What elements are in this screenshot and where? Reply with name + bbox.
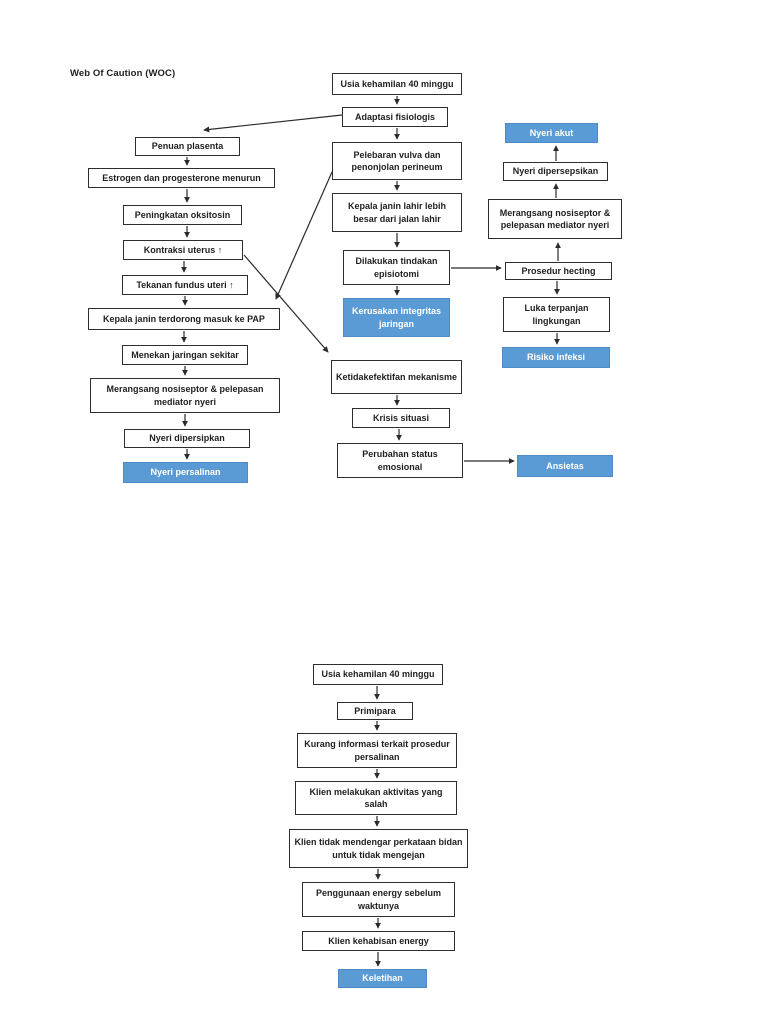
node-perubahan-status-emosional: Perubahan status emosional: [337, 443, 463, 478]
node-pelebaran-vulva: Pelebaran vulva dan penonjolan perineum: [332, 142, 462, 180]
node-aktivitas-salah: Klien melakukan aktivitas yang salah: [295, 781, 457, 815]
node-ketidakefektifan-mekanisme: Ketidakefektifan mekanisme: [331, 360, 462, 394]
arrow-connector: [243, 254, 329, 353]
node-primipara: Primipara: [337, 702, 413, 720]
arrow-connector: [275, 171, 333, 300]
node-adaptasi-fisiologis: Adaptasi fisiologis: [342, 107, 448, 127]
node-ansietas: Ansietas: [517, 455, 613, 477]
node-usia-kehamilan-2: Usia kehamilan 40 minggu: [313, 664, 443, 685]
node-nyeri-persalinan: Nyeri persalinan: [123, 462, 248, 483]
node-nyeri-akut: Nyeri akut: [505, 123, 598, 143]
node-prosedur-hecting: Prosedur hecting: [505, 262, 612, 280]
node-dilakukan-tindakan-episiotomi: Dilakukan tindakan episiotomi: [343, 250, 450, 285]
node-kepala-janin-lahir: Kepala janin lahir lebih besar dari jala…: [332, 193, 462, 232]
node-tidak-mendengar-bidan: Klien tidak mendengar perkataan bidan un…: [289, 829, 468, 868]
node-merangsang-nosiseptor-kanan: Merangsang nosiseptor & pelepasan mediat…: [488, 199, 622, 239]
node-usia-kehamilan: Usia kehamilan 40 minggu: [332, 73, 462, 95]
node-nyeri-dipersipkan: Nyeri dipersipkan: [124, 429, 250, 448]
arrow-connector: [203, 114, 343, 133]
page-title: Web Of Caution (WOC): [70, 68, 176, 79]
node-kehabisan-energy: Klien kehabisan energy: [302, 931, 455, 951]
node-krisis-situasi: Krisis situasi: [352, 408, 450, 428]
node-keletihan: Keletihan: [338, 969, 427, 988]
node-nyeri-dipersepsikan: Nyeri dipersepsikan: [503, 162, 608, 181]
node-penggunaan-energy: Penggunaan energy sebelum waktunya: [302, 882, 455, 917]
node-kepala-janin-terdorong-pap: Kepala janin terdorong masuk ke PAP: [88, 308, 280, 330]
node-luka-terpanjan-lingkungan: Luka terpanjan lingkungan: [503, 297, 610, 332]
node-menekan-jaringan-sekitar: Menekan jaringan sekitar: [122, 345, 248, 365]
node-penuan-plasenta: Penuan plasenta: [135, 137, 240, 156]
node-tekanan-fundus-uteri: Tekanan fundus uteri ↑: [122, 275, 248, 295]
node-peningkatan-oksitosin: Peningkatan oksitosin: [123, 205, 242, 225]
node-merangsang-nosiseptor-kiri: Merangsang nosiseptor & pelepasan mediat…: [90, 378, 280, 413]
node-kurang-informasi: Kurang informasi terkait prosedur persal…: [297, 733, 457, 768]
node-risiko-infeksi: Risiko infeksi: [502, 347, 610, 368]
node-kerusakan-integritas-jaringan: Kerusakan integritas jaringan: [343, 298, 450, 337]
node-estrogen-progesterone-menurun: Estrogen dan progesterone menurun: [88, 168, 275, 188]
node-kontraksi-uterus: Kontraksi uterus ↑: [123, 240, 243, 260]
